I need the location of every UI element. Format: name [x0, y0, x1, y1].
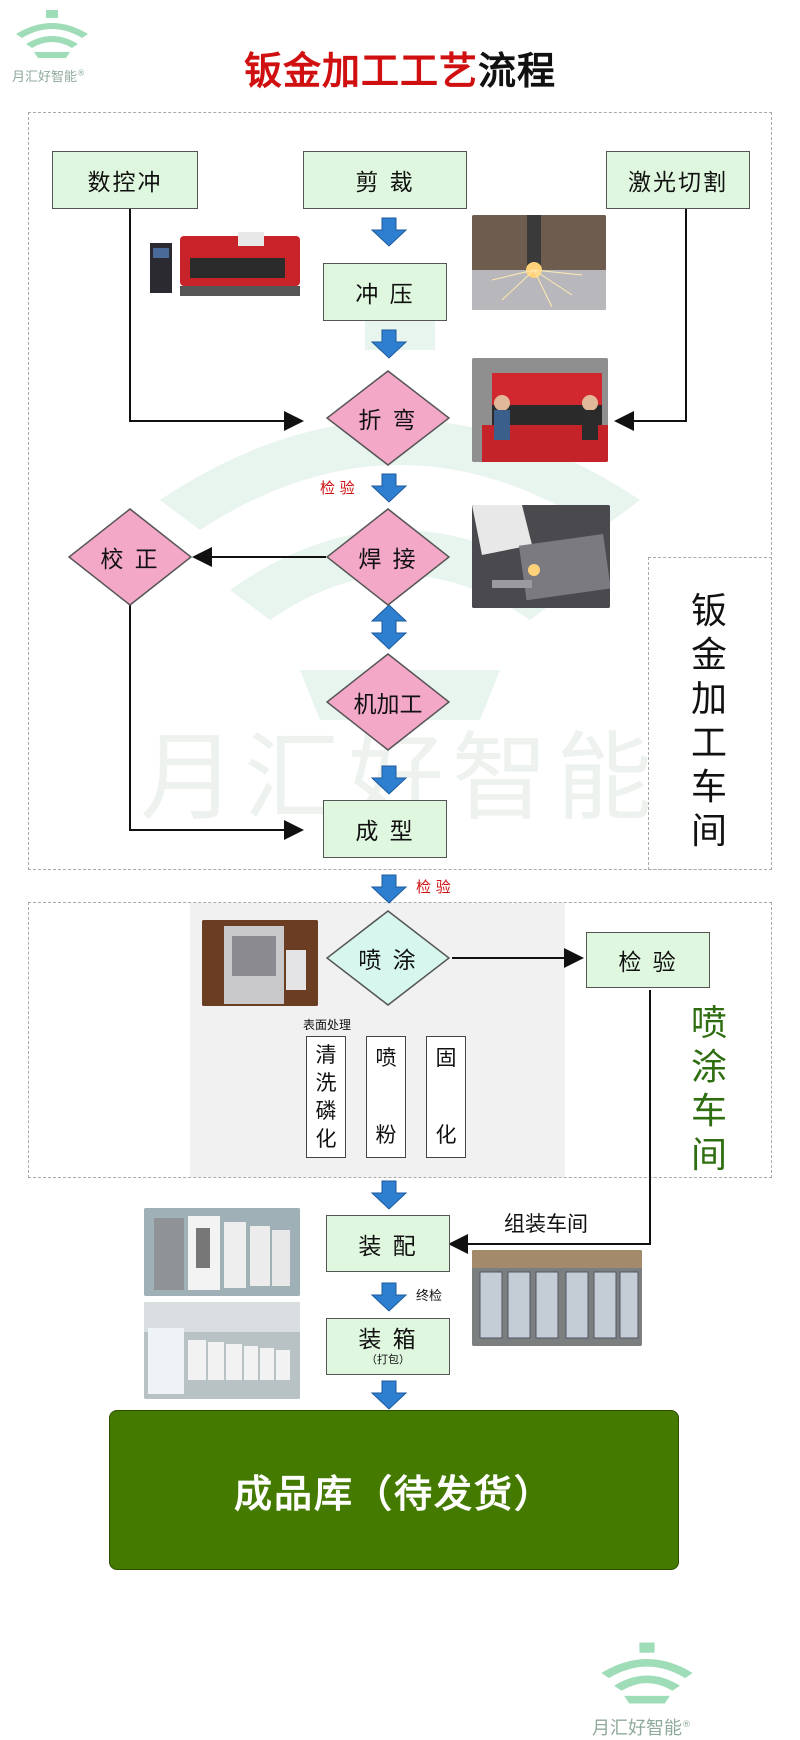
bending-label: 折 弯 — [358, 408, 418, 434]
surface-step-powder-spray: 喷 粉 — [366, 1036, 406, 1158]
node-machining: 机加工 — [326, 653, 450, 751]
logo-mark-icon — [601, 1642, 693, 1704]
sheet-metal-workshop-label-region — [648, 557, 772, 870]
spray-workshop-region — [28, 902, 772, 1178]
arrow-down-icon — [370, 217, 408, 247]
arrow-down-icon — [370, 329, 408, 359]
page-title: 钣金加工工艺流程 — [0, 40, 800, 95]
surface-step-curing: 固 化 — [426, 1036, 466, 1158]
brand-name: 月汇好智能 — [12, 70, 78, 85]
node-warehouse: 成品库（待发货） — [109, 1410, 679, 1570]
node-spraying: 喷 涂 — [326, 910, 450, 1006]
node-bending: 折 弯 — [326, 370, 450, 466]
photo-assembled-cabinets — [144, 1208, 300, 1296]
photo-welding — [472, 505, 610, 608]
sheet-metal-workshop-label: 钣 金 加 工 车 间 — [690, 591, 727, 852]
machining-label: 机加工 — [353, 692, 423, 718]
reg-mark: ® — [682, 1720, 691, 1730]
node-cnc-punch: 数控冲 — [52, 151, 198, 209]
correction-label: 校 正 — [100, 547, 160, 573]
packing-label: 装 箱 — [358, 1327, 418, 1353]
packing-sublabel: （打包） — [366, 1353, 410, 1366]
reg-mark: ® — [77, 68, 86, 78]
photo-cnc-punch-machine — [150, 228, 310, 303]
brand-name: 月汇好智能 — [592, 1718, 682, 1739]
photo-press-brake — [472, 358, 608, 462]
photo-spray-booth — [202, 920, 318, 1006]
spray-workshop-label: 喷 涂 车 间 — [690, 1003, 727, 1176]
welding-label: 焊 接 — [358, 547, 418, 573]
surface-treatment-label: 表面处理 — [303, 1018, 352, 1032]
sheet-metal-workshop-region — [28, 112, 772, 870]
arrow-updown-icon — [370, 604, 408, 650]
brand-logo-bottom: 月汇好智能® — [592, 1640, 702, 1739]
title-part-1: 钣金加工工艺 — [243, 49, 478, 93]
title-part-2: 流程 — [478, 49, 557, 93]
node-stamping: 冲 压 — [323, 263, 447, 321]
assembly-shop-label: 组装车间 — [504, 1212, 588, 1236]
node-correction: 校 正 — [68, 508, 192, 606]
inspect-label-2: 检 验 — [416, 878, 451, 896]
node-packing: 装 箱 （打包） — [326, 1318, 450, 1375]
node-forming: 成 型 — [323, 800, 447, 858]
line-cnc-to-bending — [129, 208, 304, 431]
logo-mark-icon — [16, 10, 88, 58]
photo-packed-cabinets — [144, 1302, 300, 1399]
arrow-down-icon — [370, 1380, 408, 1410]
spraying-label: 喷 涂 — [358, 948, 418, 974]
arrow-down-icon — [370, 1180, 408, 1210]
photo-assembly-workshop — [472, 1250, 642, 1346]
node-inspection: 检 验 — [586, 932, 710, 988]
arrow-down-icon — [370, 874, 408, 904]
brand-logo-top: 月汇好智能® — [12, 8, 92, 88]
node-assembly: 装 配 — [326, 1215, 450, 1272]
line-inspection-to-assembly — [448, 990, 651, 1254]
arrow-down-icon — [370, 473, 408, 503]
line-correction-to-forming — [129, 602, 304, 840]
final-inspect-label: 终检 — [416, 1289, 443, 1304]
surface-step-clean-phosphate: 清 洗 磷 化 — [306, 1036, 346, 1158]
warehouse-label: 成品库（待发货） — [233, 1471, 554, 1516]
node-shearing: 剪 裁 — [303, 151, 467, 209]
arrow-down-icon — [370, 1282, 408, 1312]
arrow-down-icon — [370, 765, 408, 795]
node-welding: 焊 接 — [326, 508, 450, 606]
photo-laser-cutting — [472, 215, 606, 310]
node-laser-cutting: 激光切割 — [606, 151, 750, 209]
inspect-label-1: 检 验 — [320, 479, 355, 497]
line-laser-to-bending — [614, 208, 687, 431]
